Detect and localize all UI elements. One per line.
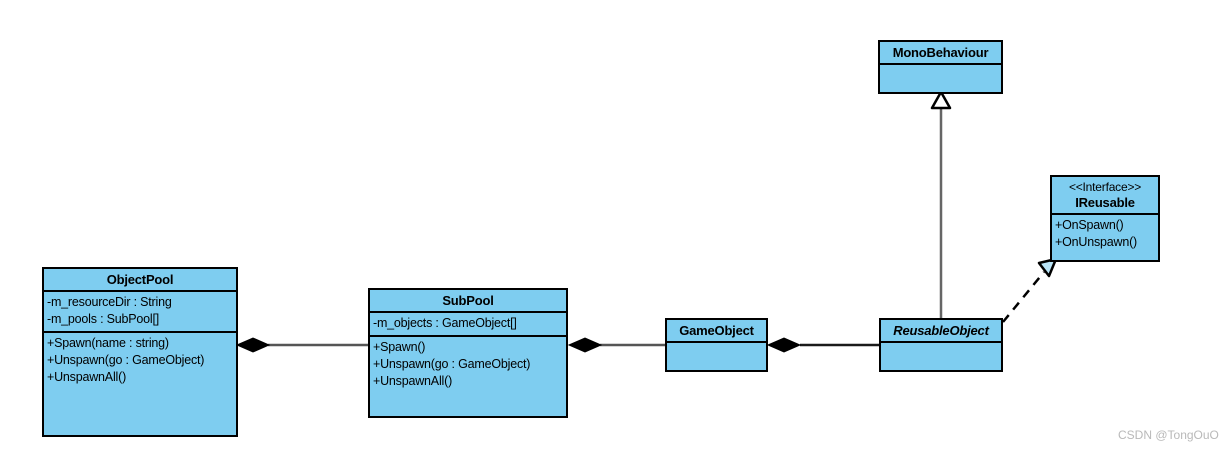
class-title-gameobject: GameObject	[667, 320, 766, 343]
class-body-reusableobject	[881, 343, 1001, 373]
class-title-subpool: SubPool	[370, 290, 566, 313]
class-title-objectpool: ObjectPool	[44, 269, 236, 292]
class-title-monobehaviour: MonoBehaviour	[880, 42, 1001, 65]
class-box-objectpool[interactable]: ObjectPool -m_resourceDir : String -m_po…	[42, 267, 238, 437]
method-row: +OnUnspawn()	[1055, 235, 1138, 249]
method-row: +Spawn()	[373, 340, 426, 354]
class-attributes-objectpool: -m_resourceDir : String -m_pools : SubPo…	[44, 292, 236, 333]
relationship-gameobject-reusableobject	[766, 337, 879, 353]
class-methods-ireusable: +OnSpawn() +OnUnspawn()	[1052, 215, 1158, 254]
class-box-reusableobject[interactable]: ReusableObject	[879, 318, 1003, 372]
attribute-row: -m_objects : GameObject[]	[373, 316, 517, 330]
class-box-ireusable[interactable]: <<Interface>> IReusable +OnSpawn() +OnUn…	[1050, 175, 1160, 262]
class-box-gameobject[interactable]: GameObject	[665, 318, 768, 372]
class-name-ireusable: IReusable	[1075, 195, 1135, 210]
method-row: +Unspawn(go : GameObject)	[47, 353, 205, 367]
class-body-gameobject	[667, 343, 766, 373]
class-stereotype-ireusable: <<Interface>>	[1068, 180, 1142, 194]
method-row: +UnspawnAll()	[373, 374, 453, 388]
class-box-subpool[interactable]: SubPool -m_objects : GameObject[] +Spawn…	[368, 288, 568, 418]
relationship-reusableobject-monobehaviour	[930, 90, 952, 318]
class-methods-subpool: +Spawn() +Unspawn(go : GameObject) +Unsp…	[370, 337, 566, 393]
relationship-subpool-gameobject	[567, 337, 665, 353]
class-title-reusableobject: ReusableObject	[881, 320, 1001, 343]
class-body-monobehaviour	[880, 65, 1001, 95]
attribute-row: -m_pools : SubPool[]	[47, 312, 160, 326]
method-row: +Unspawn(go : GameObject)	[373, 357, 531, 371]
attribute-row: -m_resourceDir : String	[47, 295, 172, 309]
class-attributes-subpool: -m_objects : GameObject[]	[370, 313, 566, 337]
class-methods-objectpool: +Spawn(name : string) +Unspawn(go : Game…	[44, 333, 236, 389]
class-title-ireusable: <<Interface>> IReusable	[1052, 177, 1158, 215]
method-row: +UnspawnAll()	[47, 370, 127, 384]
relationship-reusableobject-ireusable	[1002, 257, 1058, 323]
watermark-text: CSDN @TongOuO	[1118, 428, 1219, 442]
method-row: +Spawn(name : string)	[47, 336, 169, 350]
relationship-objectpool-subpool	[235, 337, 368, 353]
class-box-monobehaviour[interactable]: MonoBehaviour	[878, 40, 1003, 94]
method-row: +OnSpawn()	[1055, 218, 1124, 232]
